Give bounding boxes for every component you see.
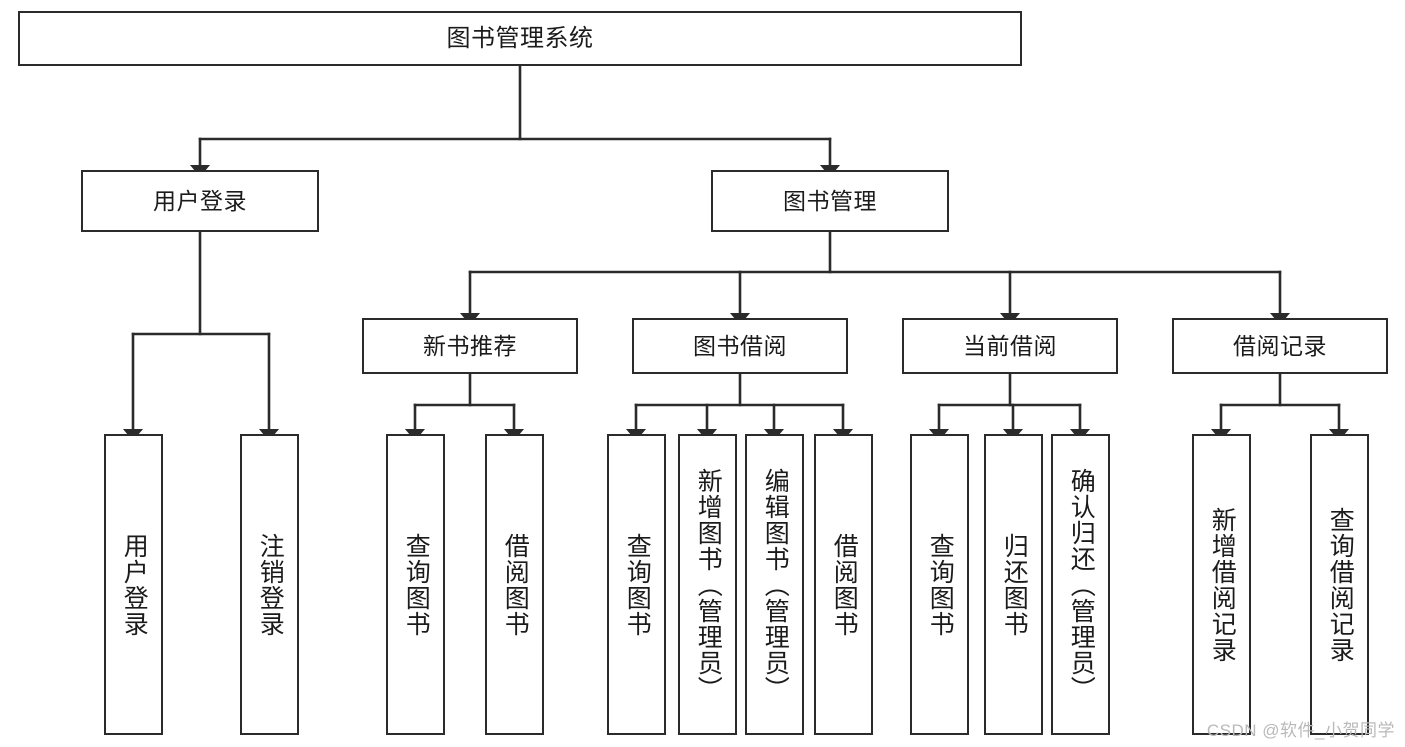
node-new-book-recommend-label: 新书推荐 [423,332,517,359]
node-root-label: 图书管理系统 [446,24,594,52]
node-leaf-add-book-label: 新增图书（管理员） [694,467,723,702]
node-leaf-query-book-1[interactable]: 查询图书 [386,434,445,735]
node-leaf-user-login[interactable]: 用户登录 [104,434,163,735]
node-current-borrow[interactable]: 当前借阅 [902,318,1118,374]
node-book-borrow-label: 图书借阅 [693,332,787,359]
node-leaf-add-borrow-record-label: 新增借阅记录 [1208,506,1237,663]
node-user-login[interactable]: 用户登录 [81,170,319,232]
node-leaf-user-login-label: 用户登录 [120,532,149,637]
node-book-manage-label: 图书管理 [783,187,877,214]
node-leaf-query-book-2[interactable]: 查询图书 [607,434,666,735]
watermark: CSDN @软件_小贺同学 [1206,721,1395,740]
node-leaf-borrow-book-1-label: 借阅图书 [501,532,530,637]
node-leaf-confirm-return[interactable]: 确认归还（管理员） [1051,434,1110,735]
node-borrow-record[interactable]: 借阅记录 [1172,318,1388,374]
node-leaf-query-book-3-label: 查询图书 [926,532,955,637]
node-leaf-add-borrow-record[interactable]: 新增借阅记录 [1192,434,1251,735]
node-user-login-label: 用户登录 [153,187,247,214]
node-leaf-edit-book-label: 编辑图书（管理员） [761,467,790,702]
node-borrow-record-label: 借阅记录 [1233,332,1327,359]
node-current-borrow-label: 当前借阅 [963,332,1057,359]
node-leaf-confirm-return-label: 确认归还（管理员） [1067,467,1096,702]
node-leaf-add-book[interactable]: 新增图书（管理员） [678,434,737,735]
node-leaf-query-borrow-record-label: 查询借阅记录 [1326,506,1355,663]
node-leaf-borrow-book-1[interactable]: 借阅图书 [485,434,544,735]
node-new-book-recommend[interactable]: 新书推荐 [362,318,578,374]
node-leaf-return-book-label: 归还图书 [1000,532,1029,637]
node-leaf-edit-book[interactable]: 编辑图书（管理员） [745,434,804,735]
node-leaf-return-book[interactable]: 归还图书 [984,434,1043,735]
node-leaf-query-book-3[interactable]: 查询图书 [910,434,969,735]
node-leaf-query-book-2-label: 查询图书 [623,532,652,637]
node-leaf-borrow-book-2[interactable]: 借阅图书 [814,434,873,735]
node-leaf-query-book-1-label: 查询图书 [402,532,431,637]
node-leaf-borrow-book-2-label: 借阅图书 [830,532,859,637]
node-book-borrow[interactable]: 图书借阅 [632,318,848,374]
node-root[interactable]: 图书管理系统 [18,11,1022,66]
node-leaf-user-logout[interactable]: 注销登录 [240,434,299,735]
node-book-manage[interactable]: 图书管理 [711,170,949,232]
node-leaf-query-borrow-record[interactable]: 查询借阅记录 [1310,434,1369,735]
node-leaf-user-logout-label: 注销登录 [256,532,285,637]
